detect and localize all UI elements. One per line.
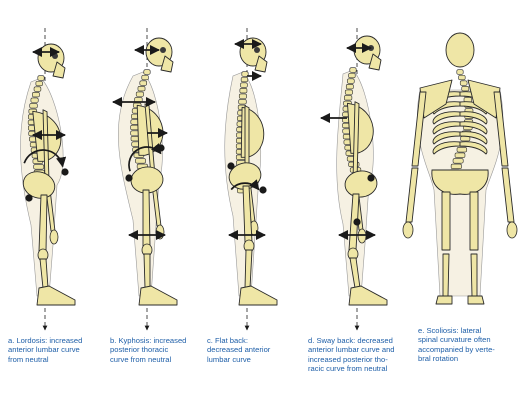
eye-socket [254,47,260,53]
vertebra [450,163,462,169]
pivot-hip-back-b [125,174,133,182]
vertebra [30,97,39,103]
vertebra [37,75,45,81]
vertebra [240,82,248,88]
vertebra [29,103,38,109]
scapula-right [467,79,501,119]
skeleton-scoliosis [402,32,518,305]
tibia-left [442,253,450,297]
jaw [368,53,382,71]
vertebra [137,86,146,92]
rib-right [459,121,488,135]
vertebra [349,67,357,73]
skeleton-flat-back [224,37,278,306]
tibia-right [470,253,478,297]
vertebra [456,69,464,75]
femur [142,189,151,247]
vertebra [461,86,470,92]
vertebra [141,74,149,81]
hand-left [402,221,414,239]
jaw [254,55,268,73]
foot [36,285,76,306]
skeleton-sway-back [336,35,388,306]
rib-left [432,121,461,135]
pivot-hip-front-a [61,168,69,176]
jaw [52,61,66,79]
jaw [160,55,174,73]
hand [49,229,59,245]
vertebra [458,74,466,81]
skull-back [445,32,475,68]
pelvis [22,171,56,199]
vertebra [239,88,248,94]
vertebra [35,80,43,87]
caption-sway-back: d. Sway back: decreased anterior lumbar … [308,336,395,373]
rib-left [432,141,461,155]
pelvis-back [431,169,489,195]
pivot-hip-front-b [157,144,165,152]
rotation-pelvis-c [230,179,260,191]
foot [348,285,388,306]
caption-kyphosis: b. Kyphosis: increased posterior thoraci… [110,336,187,364]
vertebra [348,72,356,79]
vertebra [135,158,146,164]
vertebra [344,89,353,95]
tibia [143,253,151,289]
pivot-knee-d [353,218,361,226]
vertebra [143,69,151,75]
hand-right [506,221,518,239]
eye-socket [160,47,166,53]
forearm-left [405,167,419,223]
pivot-hip-back-a [25,194,33,202]
caption-lordosis: a. Lordosis: increased anterior lumbar c… [8,336,83,364]
vertebra [32,92,40,98]
vertebra [459,80,468,86]
foot-left [435,295,453,305]
foot [138,285,178,306]
rib-right [459,141,488,155]
vertebra [241,71,249,77]
caption-scoliosis: e. Scoliosis: lateral spinal curvature o… [418,326,495,363]
hand [155,224,165,240]
femur-left [441,191,451,251]
foot-right [467,295,485,305]
vertebra [33,86,42,92]
scapula-left [419,79,453,119]
rib-right [459,131,488,145]
humerus [244,105,250,173]
vertebra [454,152,466,158]
rib-left [432,111,461,125]
humerus-right [493,91,509,167]
vertebra [452,158,464,164]
figures-layer [20,28,518,331]
vertebra [345,84,354,90]
forearm-right [501,167,515,223]
vertebra [344,95,353,101]
femur-right [469,191,479,251]
foot [238,285,278,306]
vertebra [135,91,144,97]
vertebra [460,136,471,142]
vertebra [238,99,247,105]
caption-flat-back: c. Flat back: decreased anterior lumbar … [207,336,271,364]
rotation-pelvis-a [23,149,67,168]
rib-left [432,131,461,145]
skeleton-lordosis [20,43,76,306]
vertebra [347,78,355,84]
rotation-pelvis-b [128,143,162,172]
pivot-hip-front-d [367,174,375,182]
hand [357,228,367,244]
vertebra [456,147,468,153]
vertebra [240,76,249,83]
pivot-hip-front-c [259,186,267,194]
pivot-hip-back-c [227,162,235,170]
skeleton-kyphosis [118,37,178,306]
rib-right [459,111,488,125]
humerus-left [411,91,427,167]
vertebra [139,80,147,86]
vertebra [238,93,247,99]
eye-socket [52,53,58,59]
vertebra [33,164,45,170]
